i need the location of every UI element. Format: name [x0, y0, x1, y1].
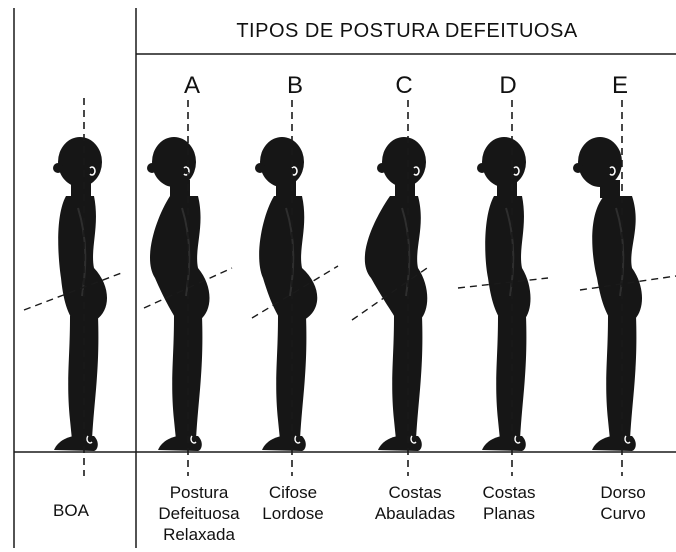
- head-good: [58, 137, 102, 187]
- posture-figures: [24, 98, 676, 476]
- head-c: [382, 137, 426, 187]
- nose-e: [573, 163, 583, 173]
- neck-c: [395, 180, 415, 198]
- caption-d: Costas Planas: [454, 482, 564, 524]
- nose-good: [53, 163, 63, 173]
- caption-e: Dorso Curvo: [568, 482, 676, 524]
- foot-e: [592, 436, 636, 451]
- letter-d: D: [488, 72, 528, 100]
- letter-e: E: [600, 72, 640, 100]
- foot-a: [158, 436, 202, 451]
- figure-c: [352, 100, 430, 476]
- letter-c: C: [384, 72, 424, 100]
- head-e: [578, 137, 622, 187]
- figure-good: [24, 98, 124, 476]
- foot-good: [54, 436, 98, 451]
- neck-b: [276, 180, 296, 198]
- foot-b: [262, 436, 306, 451]
- nose-c: [377, 163, 387, 173]
- caption-good: BOA: [16, 500, 126, 521]
- letter-a: A: [172, 72, 212, 100]
- torso-good: [58, 196, 107, 320]
- figure-d: [458, 100, 548, 476]
- head-d: [482, 137, 526, 187]
- head-a: [152, 137, 196, 187]
- nose-b: [255, 163, 265, 173]
- figure-a: [144, 100, 232, 476]
- figure-b: [252, 100, 338, 476]
- caption-b: Cifose Lordose: [238, 482, 348, 524]
- letter-b: B: [275, 72, 315, 100]
- head-b: [260, 137, 304, 187]
- foot-c: [378, 436, 422, 451]
- nose-d: [477, 163, 487, 173]
- page-title: TIPOS DE POSTURA DEFEITUOSA: [138, 20, 676, 43]
- nose-a: [147, 163, 157, 173]
- neck-d: [497, 180, 517, 198]
- foot-d: [482, 436, 526, 451]
- torso-c: [365, 196, 427, 320]
- figure-e: [573, 100, 676, 476]
- frame-lines: [14, 8, 676, 548]
- neck-good: [71, 180, 91, 198]
- neck-a: [170, 180, 190, 198]
- neck-e: [600, 180, 620, 198]
